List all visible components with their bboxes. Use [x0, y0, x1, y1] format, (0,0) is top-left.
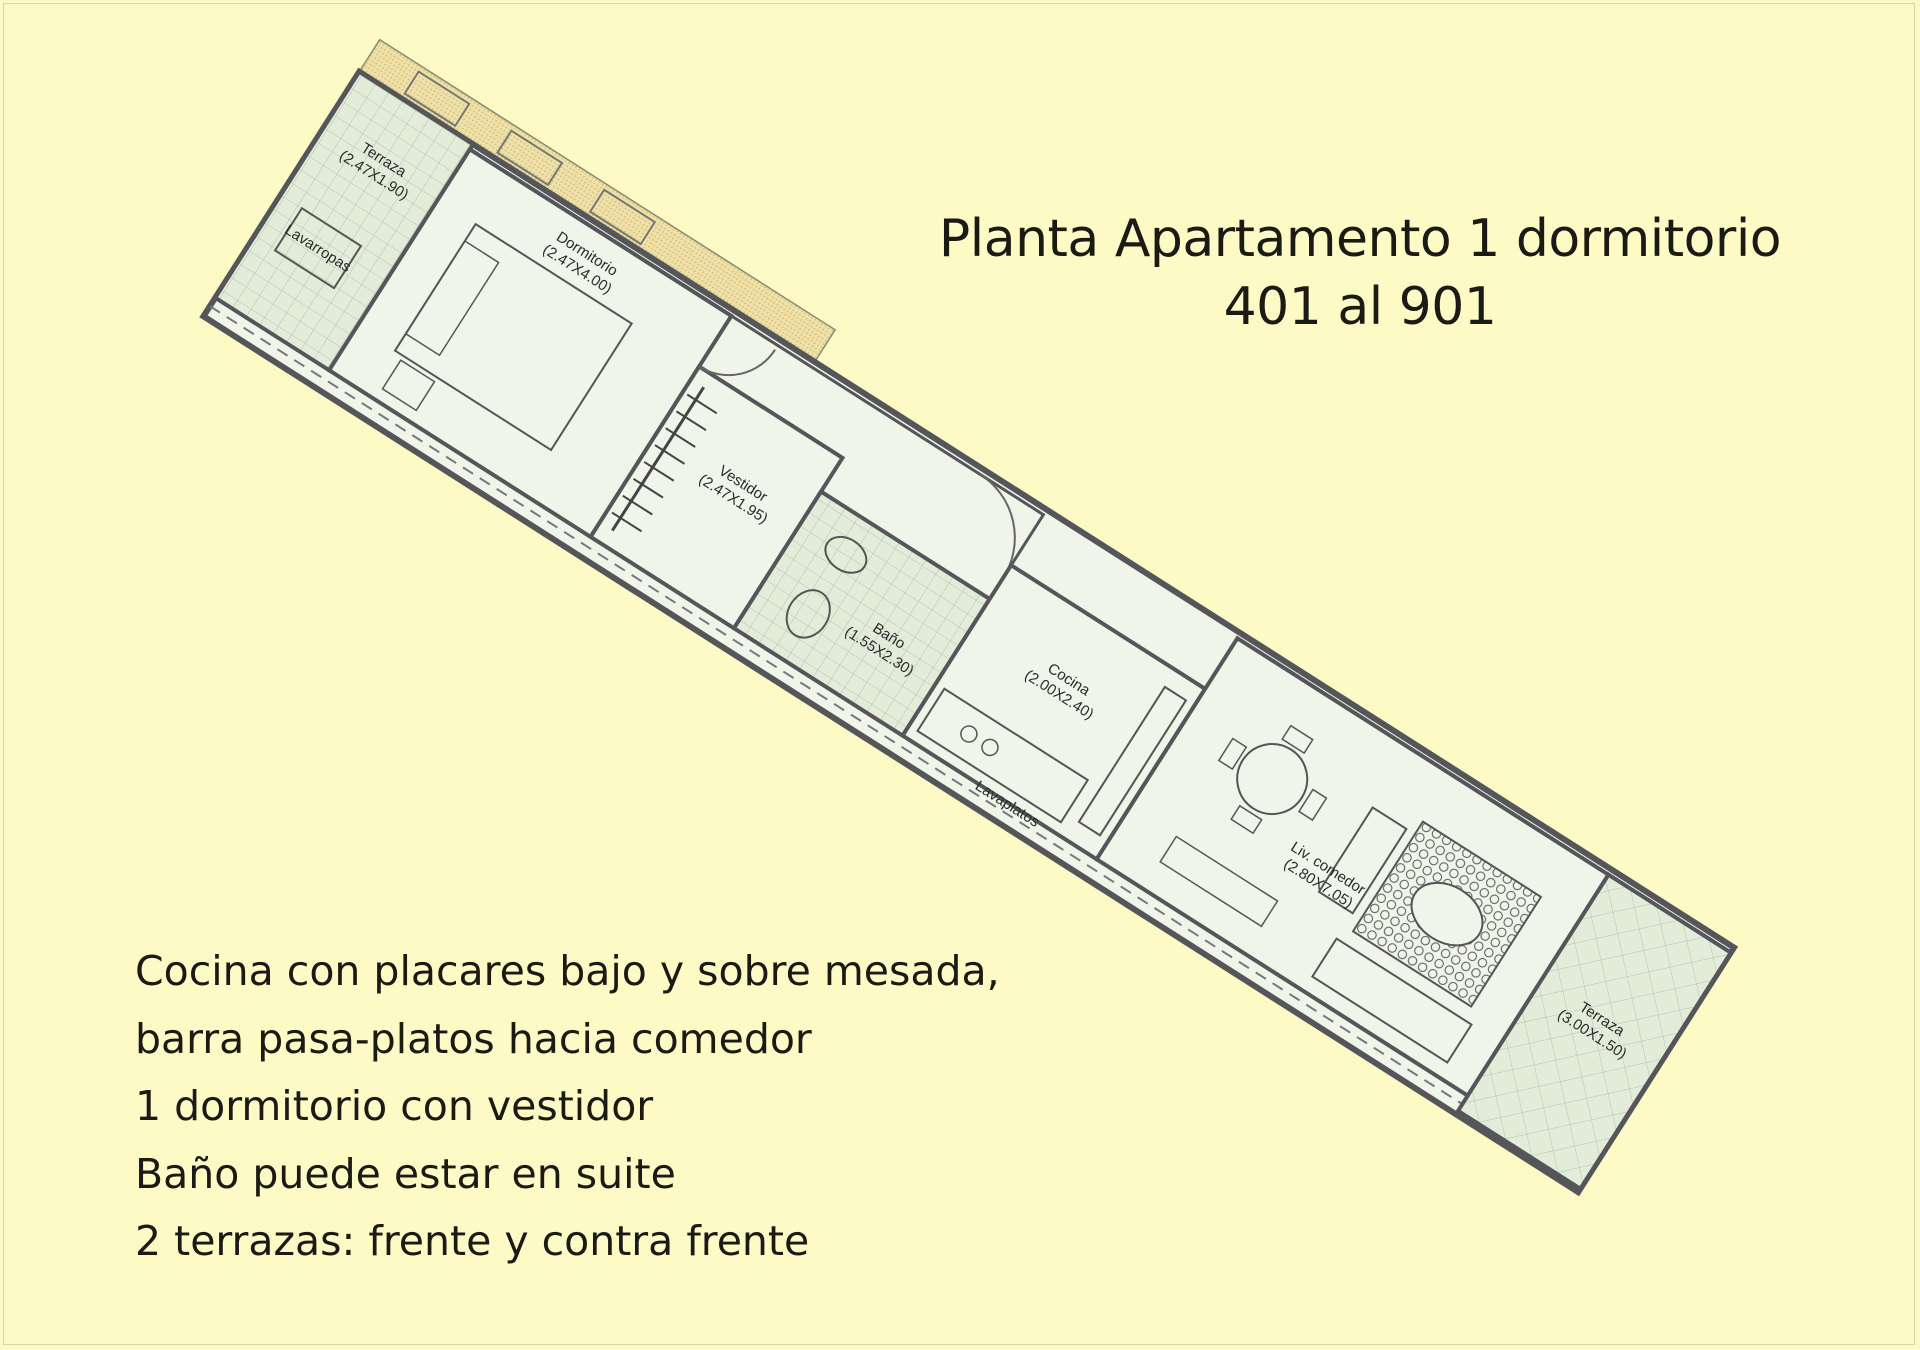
pass-through-bar: [1077, 685, 1188, 837]
lavarropas-box: [273, 206, 363, 290]
title-line-1: Planta Apartamento 1 dormitorio: [938, 209, 1782, 269]
feature-item: 2 terrazas: frente y contra frente: [135, 1217, 810, 1265]
armchair: [1317, 806, 1408, 915]
chair: [1297, 788, 1328, 822]
feature-item: 1 dormitorio con vestidor: [135, 1082, 654, 1130]
toilet: [785, 589, 831, 639]
burner: [981, 738, 999, 757]
page-title: Planta Apartamento 1 dormitorio 401 al 9…: [860, 205, 1860, 341]
pillows: [404, 239, 500, 357]
page-frame: [3, 3, 1915, 1345]
planter-box: [588, 188, 657, 246]
dining-table: [1236, 743, 1309, 816]
feature-item: Baño puede estar en suite: [135, 1149, 676, 1198]
chair: [1281, 724, 1314, 755]
feature-item: Cocina con placares bajo y sobre mesada,: [135, 947, 1000, 995]
sofa: [1310, 937, 1473, 1064]
counter: [916, 687, 1090, 824]
coffee-table: [1410, 881, 1484, 947]
feature-list: Cocina con placares bajo y sobre mesada,…: [135, 938, 1000, 1276]
chair: [1230, 804, 1263, 835]
title-line-2: 401 al 901: [1223, 277, 1497, 337]
planter-box: [403, 70, 471, 128]
balcony-line: [209, 305, 1586, 1183]
plan-body: Terraza (2.47X1.90) Lavarropas Dormitori…: [199, 38, 1739, 1197]
rail: [611, 386, 705, 532]
nightstand: [381, 359, 436, 412]
hangers: [611, 393, 718, 533]
burner: [960, 725, 978, 743]
sink: [824, 535, 868, 574]
door-swing: [698, 349, 776, 377]
planter-box: [496, 129, 564, 187]
terrace-front: [1455, 871, 1734, 1192]
chair: [1217, 737, 1248, 771]
feature-item: barra pasa-platos hacia comedor: [135, 1014, 812, 1063]
sideboard: [1159, 835, 1279, 928]
